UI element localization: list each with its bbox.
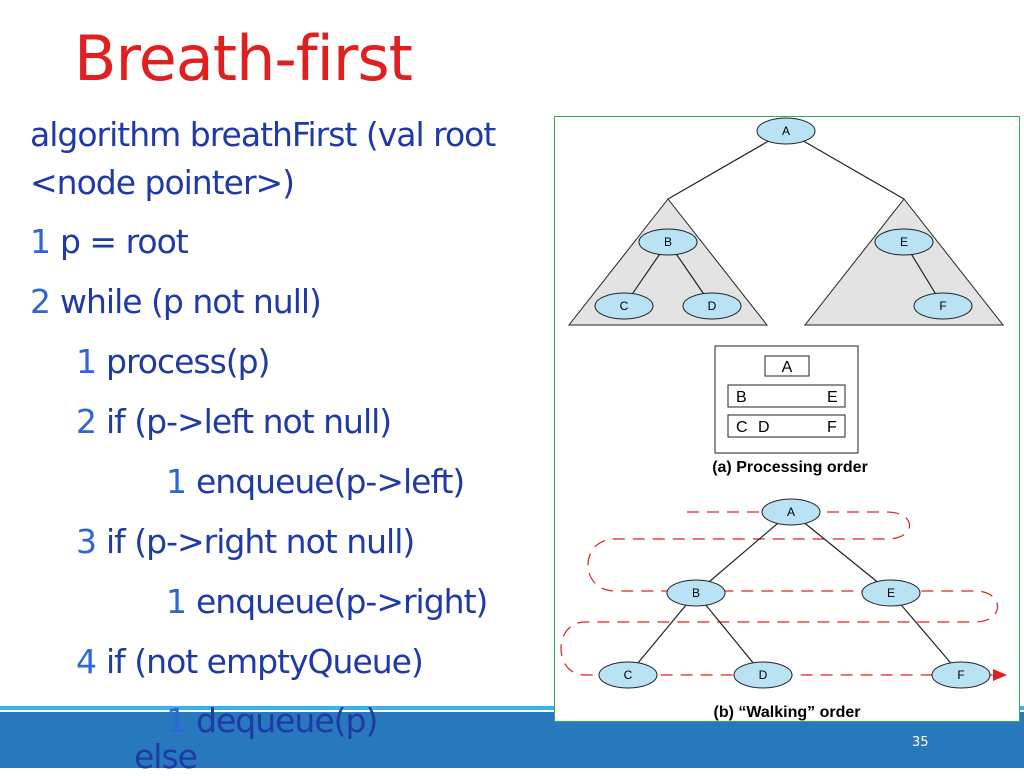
algorithm-header-line-2: <node pointer>)	[30, 163, 295, 202]
code-text: enqueue(p->left)	[196, 462, 465, 501]
edge-b-c	[627, 592, 697, 676]
tree-node: A	[756, 117, 816, 145]
code-text: if (p->left not null)	[106, 402, 392, 441]
queue-item: F	[827, 419, 837, 436]
caption-walking-order: (b) “Walking” order	[714, 704, 861, 721]
breadth-first-diagram: A B E C D F	[560, 117, 1007, 721]
breadth-first-figure: A B E C D F	[554, 116, 1020, 722]
node-label: B	[692, 586, 700, 600]
queue-level-2	[727, 384, 846, 408]
node-label: D	[708, 299, 717, 313]
step-number: 4	[76, 642, 97, 681]
node-label: C	[624, 668, 633, 682]
node-label: A	[782, 124, 790, 138]
code-text: enqueue(p->right)	[196, 582, 488, 621]
slide-title: Breath-first	[74, 22, 413, 95]
queue-item: B	[736, 389, 747, 406]
edge-a-e	[785, 130, 905, 200]
code-text: dequeue(p)	[196, 701, 378, 740]
algorithm-header-line-1: algorithm breathFirst (val root	[30, 115, 496, 154]
tree-a: A B E C D F	[567, 117, 1005, 326]
queue-item: D	[758, 419, 770, 436]
tree-node: C	[598, 661, 658, 689]
step-number: 1	[30, 222, 51, 261]
walking-arrow-head	[993, 669, 1007, 681]
queue-level-1	[764, 355, 810, 377]
code-text: if (p->right not null)	[106, 522, 415, 561]
step-number: 2	[30, 282, 51, 321]
node-label: E	[887, 586, 895, 600]
tree-node: D	[682, 292, 742, 320]
tree-node: F	[931, 661, 991, 689]
tree-node: B	[666, 579, 726, 607]
tree-b: A B E C D F	[560, 498, 1007, 689]
queue-item: C	[736, 419, 748, 436]
step-number: 1	[166, 582, 187, 621]
queue-level-3	[727, 414, 846, 438]
step-number: 2	[76, 402, 97, 441]
queue-item: A	[782, 359, 793, 376]
step-number: 1	[166, 462, 187, 501]
step-number: 3	[76, 522, 97, 561]
code-else-line: else	[134, 737, 198, 776]
processing-queue: A B E C D F	[714, 345, 859, 454]
edge-a-e	[790, 511, 892, 594]
edge-a-b	[667, 130, 787, 200]
tree-node: D	[733, 661, 793, 689]
tree-node: A	[761, 498, 821, 526]
node-label: F	[957, 668, 964, 682]
edge-b-d	[695, 592, 764, 676]
tree-node: E	[861, 579, 921, 607]
footer-accent-line	[0, 706, 1024, 710]
walking-path	[560, 511, 999, 676]
node-label: A	[787, 505, 795, 519]
code-text: process(p)	[106, 342, 271, 381]
edge-a-b	[695, 511, 792, 594]
code-text: while (p not null)	[60, 282, 322, 321]
node-label: D	[759, 668, 768, 682]
tree-node: F	[913, 292, 973, 320]
step-number: 1	[76, 342, 97, 381]
node-label: E	[900, 235, 908, 249]
caption-processing-order: (a) Processing order	[712, 459, 868, 476]
right-subtree-shading	[803, 198, 1005, 326]
step-number: 1	[166, 701, 187, 740]
tree-node: E	[874, 228, 934, 256]
node-label: F	[939, 299, 946, 313]
code-text: if (not emptyQueue)	[106, 642, 424, 681]
code-text: p = root	[60, 222, 189, 261]
queue-item: E	[827, 389, 838, 406]
edge-e-f	[890, 592, 962, 676]
node-label: C	[620, 299, 629, 313]
tree-node: B	[638, 228, 698, 256]
page-number: 35	[912, 735, 929, 750]
node-label: B	[664, 235, 672, 249]
tree-node: C	[594, 292, 654, 320]
